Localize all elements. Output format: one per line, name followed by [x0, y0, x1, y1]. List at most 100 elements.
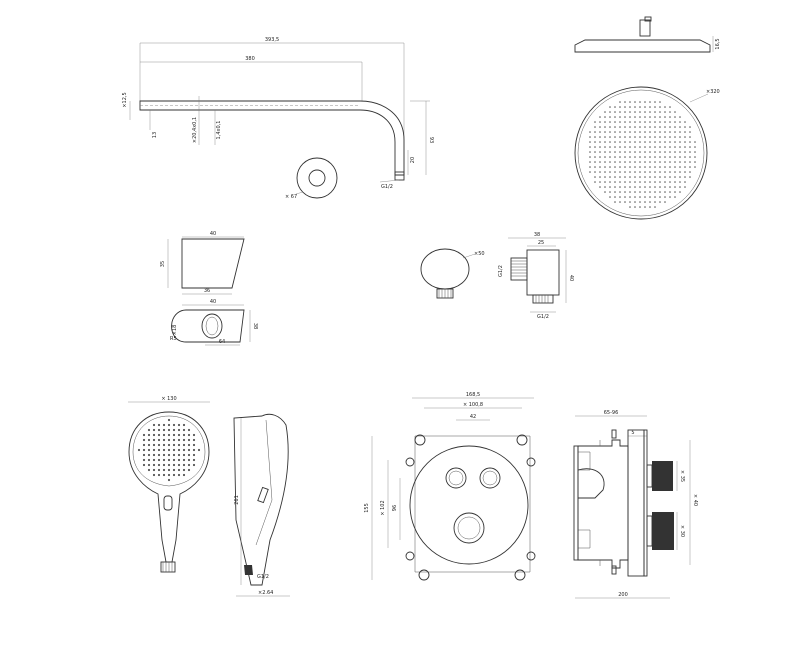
nozzle: [654, 101, 656, 103]
nozzle: [624, 146, 626, 148]
nozzle: [142, 453, 146, 457]
valve-knob-dia: × 35: [679, 470, 685, 482]
nozzle: [669, 141, 671, 143]
nozzle: [167, 458, 171, 462]
nozzle: [659, 156, 661, 158]
nozzle: [192, 448, 196, 452]
nozzle: [634, 131, 636, 133]
nozzle: [157, 438, 161, 442]
nozzle: [689, 146, 691, 148]
nozzle: [644, 161, 646, 163]
nozzle: [659, 176, 661, 178]
nozzle: [594, 146, 596, 148]
valve-base-length: 200: [618, 592, 628, 598]
nozzle: [599, 151, 601, 153]
holder-plan-length: 64: [219, 339, 225, 345]
nozzle: [669, 106, 671, 108]
nozzle: [619, 106, 621, 108]
nozzle: [619, 126, 621, 128]
nozzle: [634, 136, 636, 138]
nozzle: [609, 141, 611, 143]
nozzle: [634, 151, 636, 153]
nozzle: [664, 136, 666, 138]
nozzle: [147, 453, 151, 457]
nozzle: [167, 448, 171, 452]
nozzle: [152, 423, 156, 427]
nozzle: [649, 191, 651, 193]
nozzle: [614, 136, 616, 138]
nozzle: [172, 468, 176, 472]
nozzle: [614, 186, 616, 188]
nozzle: [599, 186, 601, 188]
nozzle: [669, 156, 671, 158]
nozzle: [167, 473, 171, 477]
nozzle: [589, 151, 591, 153]
nozzle: [614, 121, 616, 123]
nozzle: [157, 428, 161, 432]
nozzle: [659, 196, 661, 198]
nozzle: [147, 443, 151, 447]
nozzle: [664, 106, 666, 108]
nozzle: [604, 181, 606, 183]
nozzle: [594, 141, 596, 143]
nozzle: [679, 181, 681, 183]
nozzle: [684, 161, 686, 163]
nozzle: [624, 156, 626, 158]
nozzle: [629, 116, 631, 118]
nozzle: [694, 141, 696, 143]
nozzle: [629, 141, 631, 143]
valve-height: 155: [364, 503, 370, 513]
nozzle: [624, 181, 626, 183]
nozzle: [649, 161, 651, 163]
nozzle: [654, 206, 656, 208]
nozzle: [634, 161, 636, 163]
nozzle: [639, 116, 641, 118]
nozzle: [669, 126, 671, 128]
nozzle: [162, 438, 166, 442]
nozzle: [589, 161, 591, 163]
nozzle: [172, 433, 176, 437]
nozzle: [172, 438, 176, 442]
nozzle: [629, 181, 631, 183]
nozzle: [182, 443, 186, 447]
rain-head-diameter: ×320: [706, 89, 720, 95]
nozzle: [619, 161, 621, 163]
hand-shower-end-dia: ×2.64: [258, 590, 273, 596]
nozzle: [684, 176, 686, 178]
nozzle: [614, 146, 616, 148]
nozzle: [182, 448, 186, 452]
nozzle: [639, 111, 641, 113]
nozzle: [594, 151, 596, 153]
nozzle: [152, 463, 156, 467]
nozzle: [619, 181, 621, 183]
holder-radius: R5: [170, 336, 177, 342]
nozzle: [684, 126, 686, 128]
nozzle: [684, 151, 686, 153]
nozzle: [589, 141, 591, 143]
nozzle: [654, 171, 656, 173]
nozzle: [654, 151, 656, 153]
nozzle: [152, 453, 156, 457]
nozzle: [599, 126, 601, 128]
nozzle: [589, 131, 591, 133]
nozzle: [639, 196, 641, 198]
nozzle: [679, 161, 681, 163]
nozzle: [644, 176, 646, 178]
nozzle: [147, 458, 151, 462]
nozzle: [664, 171, 666, 173]
nozzle: [634, 191, 636, 193]
nozzle: [674, 166, 676, 168]
nozzle: [187, 428, 191, 432]
nozzle: [694, 166, 696, 168]
nozzle: [187, 438, 191, 442]
nozzle: [619, 156, 621, 158]
nozzle: [654, 146, 656, 148]
nozzle: [172, 453, 176, 457]
nozzle: [152, 428, 156, 432]
nozzle: [629, 161, 631, 163]
nozzle: [674, 181, 676, 183]
nozzle: [594, 181, 596, 183]
nozzle: [664, 151, 666, 153]
shower-arm-drawing: 393,5 380 ×12,5 13 ×20,4x0,1 1,4x0,1 93 …: [122, 37, 434, 200]
